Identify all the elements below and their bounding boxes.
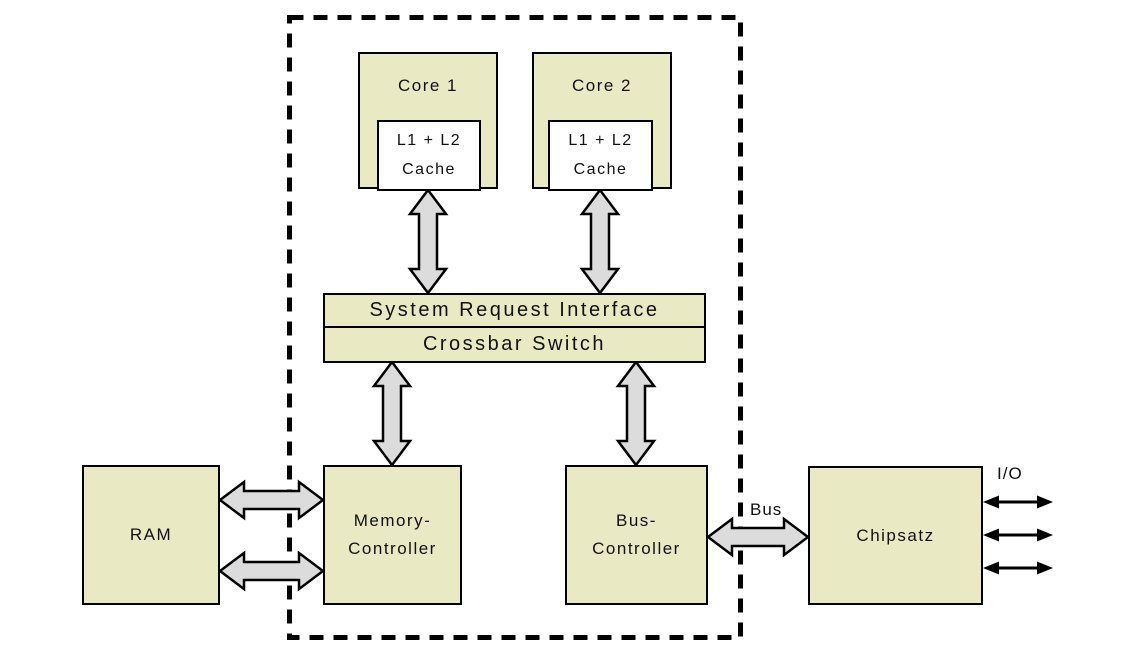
io-label: I/O [997,464,1023,483]
block-chipset: Chipsatz [808,466,983,605]
block-system-request-interface: System Request Interface [325,295,704,328]
crossbar-label: Crossbar Switch [422,332,607,355]
arrow-ram-memory-controller-lower [217,550,326,592]
block-cache1: L1 + L2 Cache [377,120,481,191]
core1-label: Core 1 [397,76,459,95]
arrow-bus-controller-chipset [705,516,811,558]
arrow-cache1-sri [407,187,449,296]
chipset-label: Chipsatz [856,525,935,545]
cache1-line2: Cache [402,160,456,178]
arrow-crossbar-bus-controller [615,359,657,468]
block-cache2: L1 + L2 Cache [548,120,653,191]
block-sri-crossbar: System Request Interface Crossbar Switch [323,293,706,363]
memory-controller-line2: Controller [348,539,437,558]
cache1-line1: L1 + L2 [396,131,462,149]
memory-controller-line1: Memory- [353,510,432,530]
arrow-crossbar-memory-controller [371,359,413,468]
sri-label: System Request Interface [369,298,660,321]
bus-controller-line1: Bus- [616,510,657,530]
core2-label: Core 2 [571,76,633,95]
io-arrow-3 [983,561,1053,575]
block-bus-controller: Bus- Controller [565,465,708,605]
bus-controller-line2: Controller [592,539,681,558]
io-arrow-1 [983,495,1053,509]
io-arrow-2 [983,528,1053,542]
arrow-ram-memory-controller-upper [217,479,326,521]
cache2-line2: Cache [573,160,628,178]
block-crossbar-switch: Crossbar Switch [325,328,704,361]
cache2-line1: L1 + L2 [568,131,633,149]
ram-label: RAM [129,525,173,544]
block-memory-controller: Memory- Controller [323,465,462,605]
block-ram: RAM [82,465,220,605]
bus-label: Bus [750,500,783,519]
arrow-cache2-sri [579,187,621,296]
